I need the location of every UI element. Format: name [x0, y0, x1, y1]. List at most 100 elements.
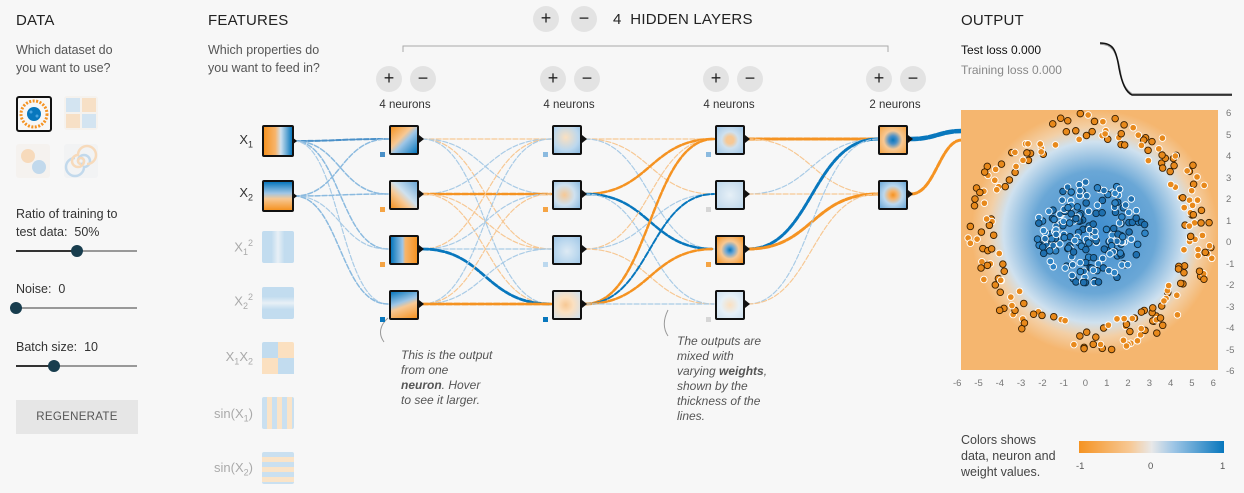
neuron-l1-3[interactable] [389, 235, 419, 265]
features-question-line2: you want to feed in? [208, 61, 320, 75]
neuron-l2-2[interactable] [552, 180, 582, 210]
data-point-blue [1083, 191, 1091, 200]
x-axis-tick: 6 [1210, 378, 1216, 389]
layer2-remove-neuron-button[interactable]: − [574, 66, 600, 92]
neuron-l1-4[interactable] [389, 290, 419, 320]
data-point-blue [1098, 196, 1107, 205]
bias-l1-3[interactable] [380, 262, 385, 267]
data-point-blue [1082, 245, 1090, 254]
feature-label-x2-squared: X22 [213, 292, 253, 311]
data-point-orange [1070, 340, 1078, 349]
data-point-blue [1110, 268, 1119, 277]
weights-note-line6: lines. [677, 409, 706, 423]
data-point-orange [1183, 167, 1191, 175]
bias-l3-3[interactable] [706, 262, 711, 267]
layer1-remove-neuron-button[interactable]: − [410, 66, 436, 92]
bias-l2-3[interactable] [543, 262, 548, 267]
bias-l3-2[interactable] [706, 207, 711, 212]
data-point-orange [1188, 201, 1197, 210]
neuron-l4-1[interactable] [878, 125, 908, 155]
neuron-l3-3[interactable] [715, 235, 745, 265]
data-point-orange [1176, 279, 1185, 288]
data-point-blue [1111, 189, 1119, 198]
neuron-l3-2[interactable] [715, 180, 745, 210]
feature-x2-base: X [239, 185, 248, 200]
remove-layer-button[interactable]: − [571, 6, 597, 32]
feature-tile-sin-x2[interactable] [262, 452, 294, 484]
data-point-blue [1064, 203, 1072, 212]
data-point-orange [1198, 231, 1207, 240]
dataset-spiral-option[interactable] [64, 144, 98, 178]
bias-l2-1[interactable] [543, 152, 548, 157]
neuron-l2-4[interactable] [552, 290, 582, 320]
y-axis-tick: 6 [1226, 108, 1232, 119]
feature-output-arrow [292, 192, 297, 200]
data-point-blue [1094, 260, 1103, 268]
layer4-remove-neuron-button[interactable]: − [900, 66, 926, 92]
add-layer-button[interactable]: + [533, 6, 559, 32]
feature-x1sq-sup: 2 [247, 238, 253, 248]
weight-line [583, 247, 716, 306]
data-point-blue [1141, 229, 1149, 237]
weights-note-comma: , [763, 364, 768, 378]
data-point-orange [1137, 141, 1146, 150]
data-point-blue [1041, 234, 1049, 243]
weight-line [909, 138, 964, 196]
feature-output-arrow [292, 137, 297, 145]
dataset-xor-option[interactable] [64, 96, 98, 130]
ratio-value: 50% [74, 225, 100, 239]
weight-line [421, 138, 552, 305]
bias-l1-2[interactable] [380, 207, 385, 212]
neuron-l2-3[interactable] [552, 235, 582, 265]
data-point-blue [1052, 230, 1060, 239]
dataset-circle-option[interactable] [16, 96, 52, 132]
layer3-add-neuron-button[interactable]: + [703, 66, 729, 92]
layer2-add-neuron-button[interactable]: + [540, 66, 566, 92]
bias-l2-4[interactable] [543, 317, 548, 322]
neuron-l2-1[interactable] [552, 125, 582, 155]
data-point-orange [980, 275, 988, 284]
data-point-orange [1126, 327, 1134, 336]
batch-slider-track[interactable] [16, 365, 137, 367]
legend-tick-zero: 0 [1148, 461, 1154, 472]
noise-slider-thumb[interactable] [10, 302, 22, 314]
bias-l1-4[interactable] [380, 317, 385, 322]
weight-line [421, 138, 552, 250]
bias-l1-1[interactable] [380, 152, 385, 157]
output-heatmap[interactable] [961, 110, 1218, 370]
neuron-output-arrow [582, 190, 587, 198]
layer4-add-neuron-button[interactable]: + [866, 66, 892, 92]
feature-tile-x1[interactable] [262, 125, 294, 157]
data-point-orange [1137, 308, 1146, 316]
bias-l3-4[interactable] [706, 317, 711, 322]
batch-slider-thumb[interactable] [47, 360, 60, 372]
note1-pointer [380, 317, 389, 343]
data-point-blue [1061, 264, 1069, 272]
layer1-neurons-label: 4 neurons [379, 99, 431, 111]
neuron-l1-1[interactable] [389, 125, 419, 155]
data-point-orange [1036, 140, 1044, 148]
layer1-add-neuron-button[interactable]: + [376, 66, 402, 92]
feature-tile-x2-squared[interactable] [262, 287, 294, 319]
data-point-blue [1125, 228, 1133, 236]
neuron-l4-2[interactable] [878, 180, 908, 210]
data-point-blue [1060, 233, 1069, 242]
feature-tile-x1x2[interactable] [262, 342, 294, 374]
neuron-l1-2[interactable] [389, 180, 419, 210]
bias-l2-2[interactable] [543, 207, 548, 212]
feature-tile-sin-x1[interactable] [262, 397, 294, 429]
neuron-l3-4[interactable] [715, 290, 745, 320]
data-point-orange [1011, 148, 1019, 157]
neuron-output-arrow [908, 135, 913, 143]
neuron-l3-1[interactable] [715, 125, 745, 155]
colors-note: Colors shows data, neuron and weight val… [961, 432, 1056, 480]
regenerate-button[interactable]: REGENERATE [16, 400, 138, 434]
data-point-orange [1056, 114, 1065, 123]
bias-l3-1[interactable] [706, 152, 711, 157]
data-point-blue [1093, 184, 1102, 192]
feature-tile-x1-squared[interactable] [262, 231, 294, 263]
dataset-gauss-option[interactable] [16, 144, 50, 178]
ratio-slider-thumb[interactable] [70, 245, 83, 257]
noise-slider-track[interactable] [16, 307, 137, 309]
layer3-remove-neuron-button[interactable]: − [737, 66, 763, 92]
